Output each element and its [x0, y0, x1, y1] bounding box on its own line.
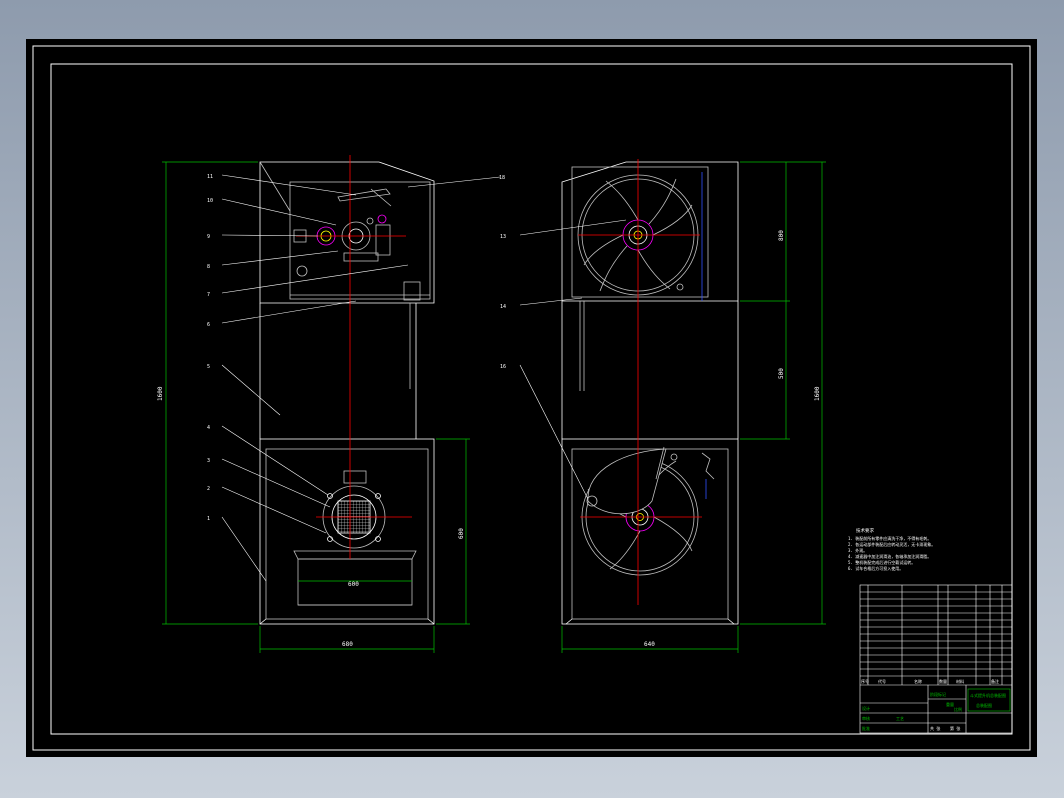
front-dim-lower: 600 [458, 528, 465, 539]
tb-subtitle: 总装配图 [976, 702, 992, 708]
front-callout: 3 [207, 458, 210, 464]
notes-line: 1. 装配前所有零件应清洗干净，不得有毛刺。 [848, 535, 931, 541]
front-boot-inner [265, 448, 429, 620]
front-callout: 4 [207, 425, 210, 431]
front-boot-casing [259, 438, 435, 625]
tb-scale: 比例 [954, 706, 962, 712]
notes-line: 4. 减速器中加注润滑油，各轴承加注润滑脂。 [848, 553, 931, 559]
side-callout: 13 [500, 234, 506, 240]
front-callout: 5 [207, 364, 210, 370]
front-callout: 10 [207, 198, 213, 204]
title-block [859, 584, 1013, 734]
tb-sign: 批准 [862, 725, 870, 731]
front-callout: 8 [207, 264, 210, 270]
side-dimensions [561, 161, 826, 653]
tb-header: 备注 [991, 678, 999, 684]
front-boot-hopper [293, 550, 417, 560]
front-callout: 2 [207, 486, 210, 492]
tb-sheet: 第 张 [950, 725, 960, 731]
front-head-inner [289, 181, 431, 300]
front-lever [337, 188, 391, 202]
side-centerlines [578, 159, 702, 605]
front-callout: 6 [207, 322, 210, 328]
tb-title: 斗式提升机总装配图 [970, 692, 1006, 698]
front-dim-opening: 600 [348, 581, 359, 588]
title-block-text: 序号 代号 名称 数量 材料 备注 斗式提升机总装配图 总装配图 设计 审核 工… [861, 678, 1006, 731]
front-motor-top [343, 470, 367, 484]
front-dim-width: 680 [342, 641, 353, 648]
tb-header: 名称 [914, 678, 922, 684]
cad-drawing-canvas: 11 10 9 8 7 6 5 4 3 2 1 1600 680 600 600 [32, 45, 1031, 751]
tb-scale: 阶段标记 [930, 691, 946, 697]
tb-sign: 设计 [862, 705, 870, 711]
notes-line: 5. 整机装配完成后进行空载试运转。 [848, 559, 915, 565]
notes-line: 6. 试车合格后方可投入使用。 [848, 565, 903, 571]
front-callout: 9 [207, 234, 210, 240]
tb-sign: 工艺 [896, 716, 904, 721]
tb-header: 代号 [878, 678, 886, 684]
front-head-casing [259, 161, 435, 304]
front-callout: 7 [207, 292, 210, 298]
front-small-roller [296, 265, 308, 277]
side-head-casing [561, 161, 739, 302]
side-callout-leaders [519, 219, 627, 500]
notes-line: 3. 外观。 [848, 547, 867, 553]
front-view [259, 161, 435, 625]
side-head-inner [571, 166, 709, 298]
side-dim-width: 640 [644, 641, 655, 648]
drawing-sheet: 11 10 9 8 7 6 5 4 3 2 1 1600 680 600 600 [26, 39, 1037, 757]
front-callout-leaders [221, 174, 501, 582]
tb-sign: 审核 [862, 715, 870, 721]
side-view [561, 161, 739, 625]
front-callout-labels: 11 10 9 8 7 6 5 4 3 2 1 [207, 174, 213, 522]
side-inlet-port [586, 495, 598, 507]
tb-header: 材料 [956, 678, 964, 684]
notes-title: 技术要求 [856, 527, 874, 534]
side-dim-total: 1600 [814, 386, 821, 401]
side-boot-inner [571, 448, 729, 620]
side-callout: 18 [499, 175, 505, 181]
side-dim-middle: 500 [778, 368, 785, 379]
front-callout: 1 [207, 516, 210, 522]
front-callout: 11 [207, 174, 213, 180]
front-dim-height: 1600 [157, 386, 164, 401]
tb-header: 数量 [939, 678, 947, 684]
side-inlet-chute [587, 448, 667, 515]
side-boot-casing [561, 438, 739, 625]
side-dim-upper: 800 [778, 230, 785, 241]
inner-frame [50, 63, 1013, 735]
tb-sheet: 共 张 [930, 725, 940, 731]
side-callout-labels: 18 13 14 16 [499, 175, 506, 370]
front-centerlines [296, 155, 412, 559]
tb-header: 序号 [861, 678, 869, 684]
side-callout: 14 [500, 304, 506, 310]
title-box-green [967, 688, 1011, 712]
outer-frame [32, 45, 1031, 751]
front-dimensions [162, 161, 470, 653]
tb-scale: 重量 [946, 701, 954, 707]
notes-line: 2. 各运动部件装配后应转动灵活，无卡滞现象。 [848, 541, 935, 547]
side-callout: 16 [500, 364, 506, 370]
technical-notes: 技术要求 1. 装配前所有零件应清洗干净，不得有毛刺。 2. 各运动部件装配后应… [848, 527, 935, 571]
